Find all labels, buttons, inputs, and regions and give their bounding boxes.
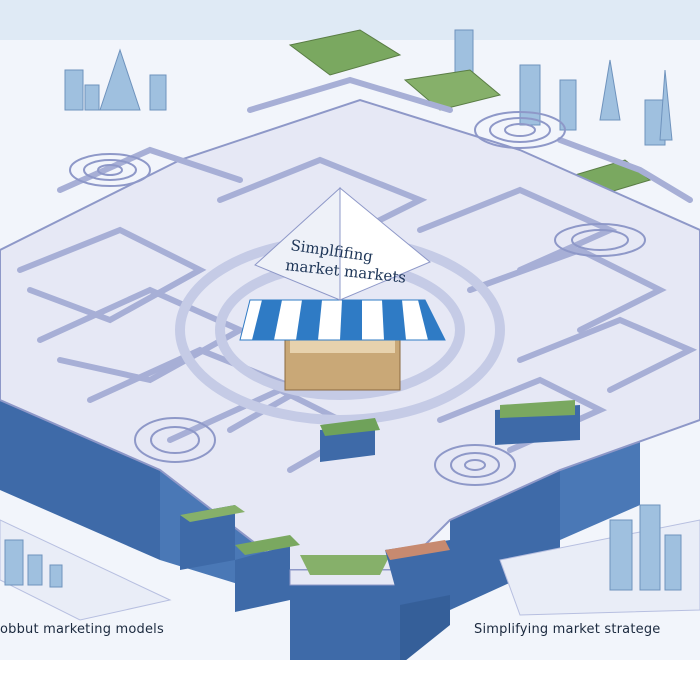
stall-awning xyxy=(239,299,446,341)
planters xyxy=(180,400,580,612)
corner-city-right xyxy=(499,504,700,616)
caption-left: obbut marketing models xyxy=(0,622,164,637)
corner-city-left xyxy=(0,519,172,621)
spiral-motifs xyxy=(69,111,646,486)
market-stall xyxy=(239,186,446,391)
skyline-left xyxy=(64,48,167,111)
caption-right: Simplifying market stratege xyxy=(474,622,661,637)
bottom-band xyxy=(0,660,700,700)
stall-roof xyxy=(254,186,431,301)
